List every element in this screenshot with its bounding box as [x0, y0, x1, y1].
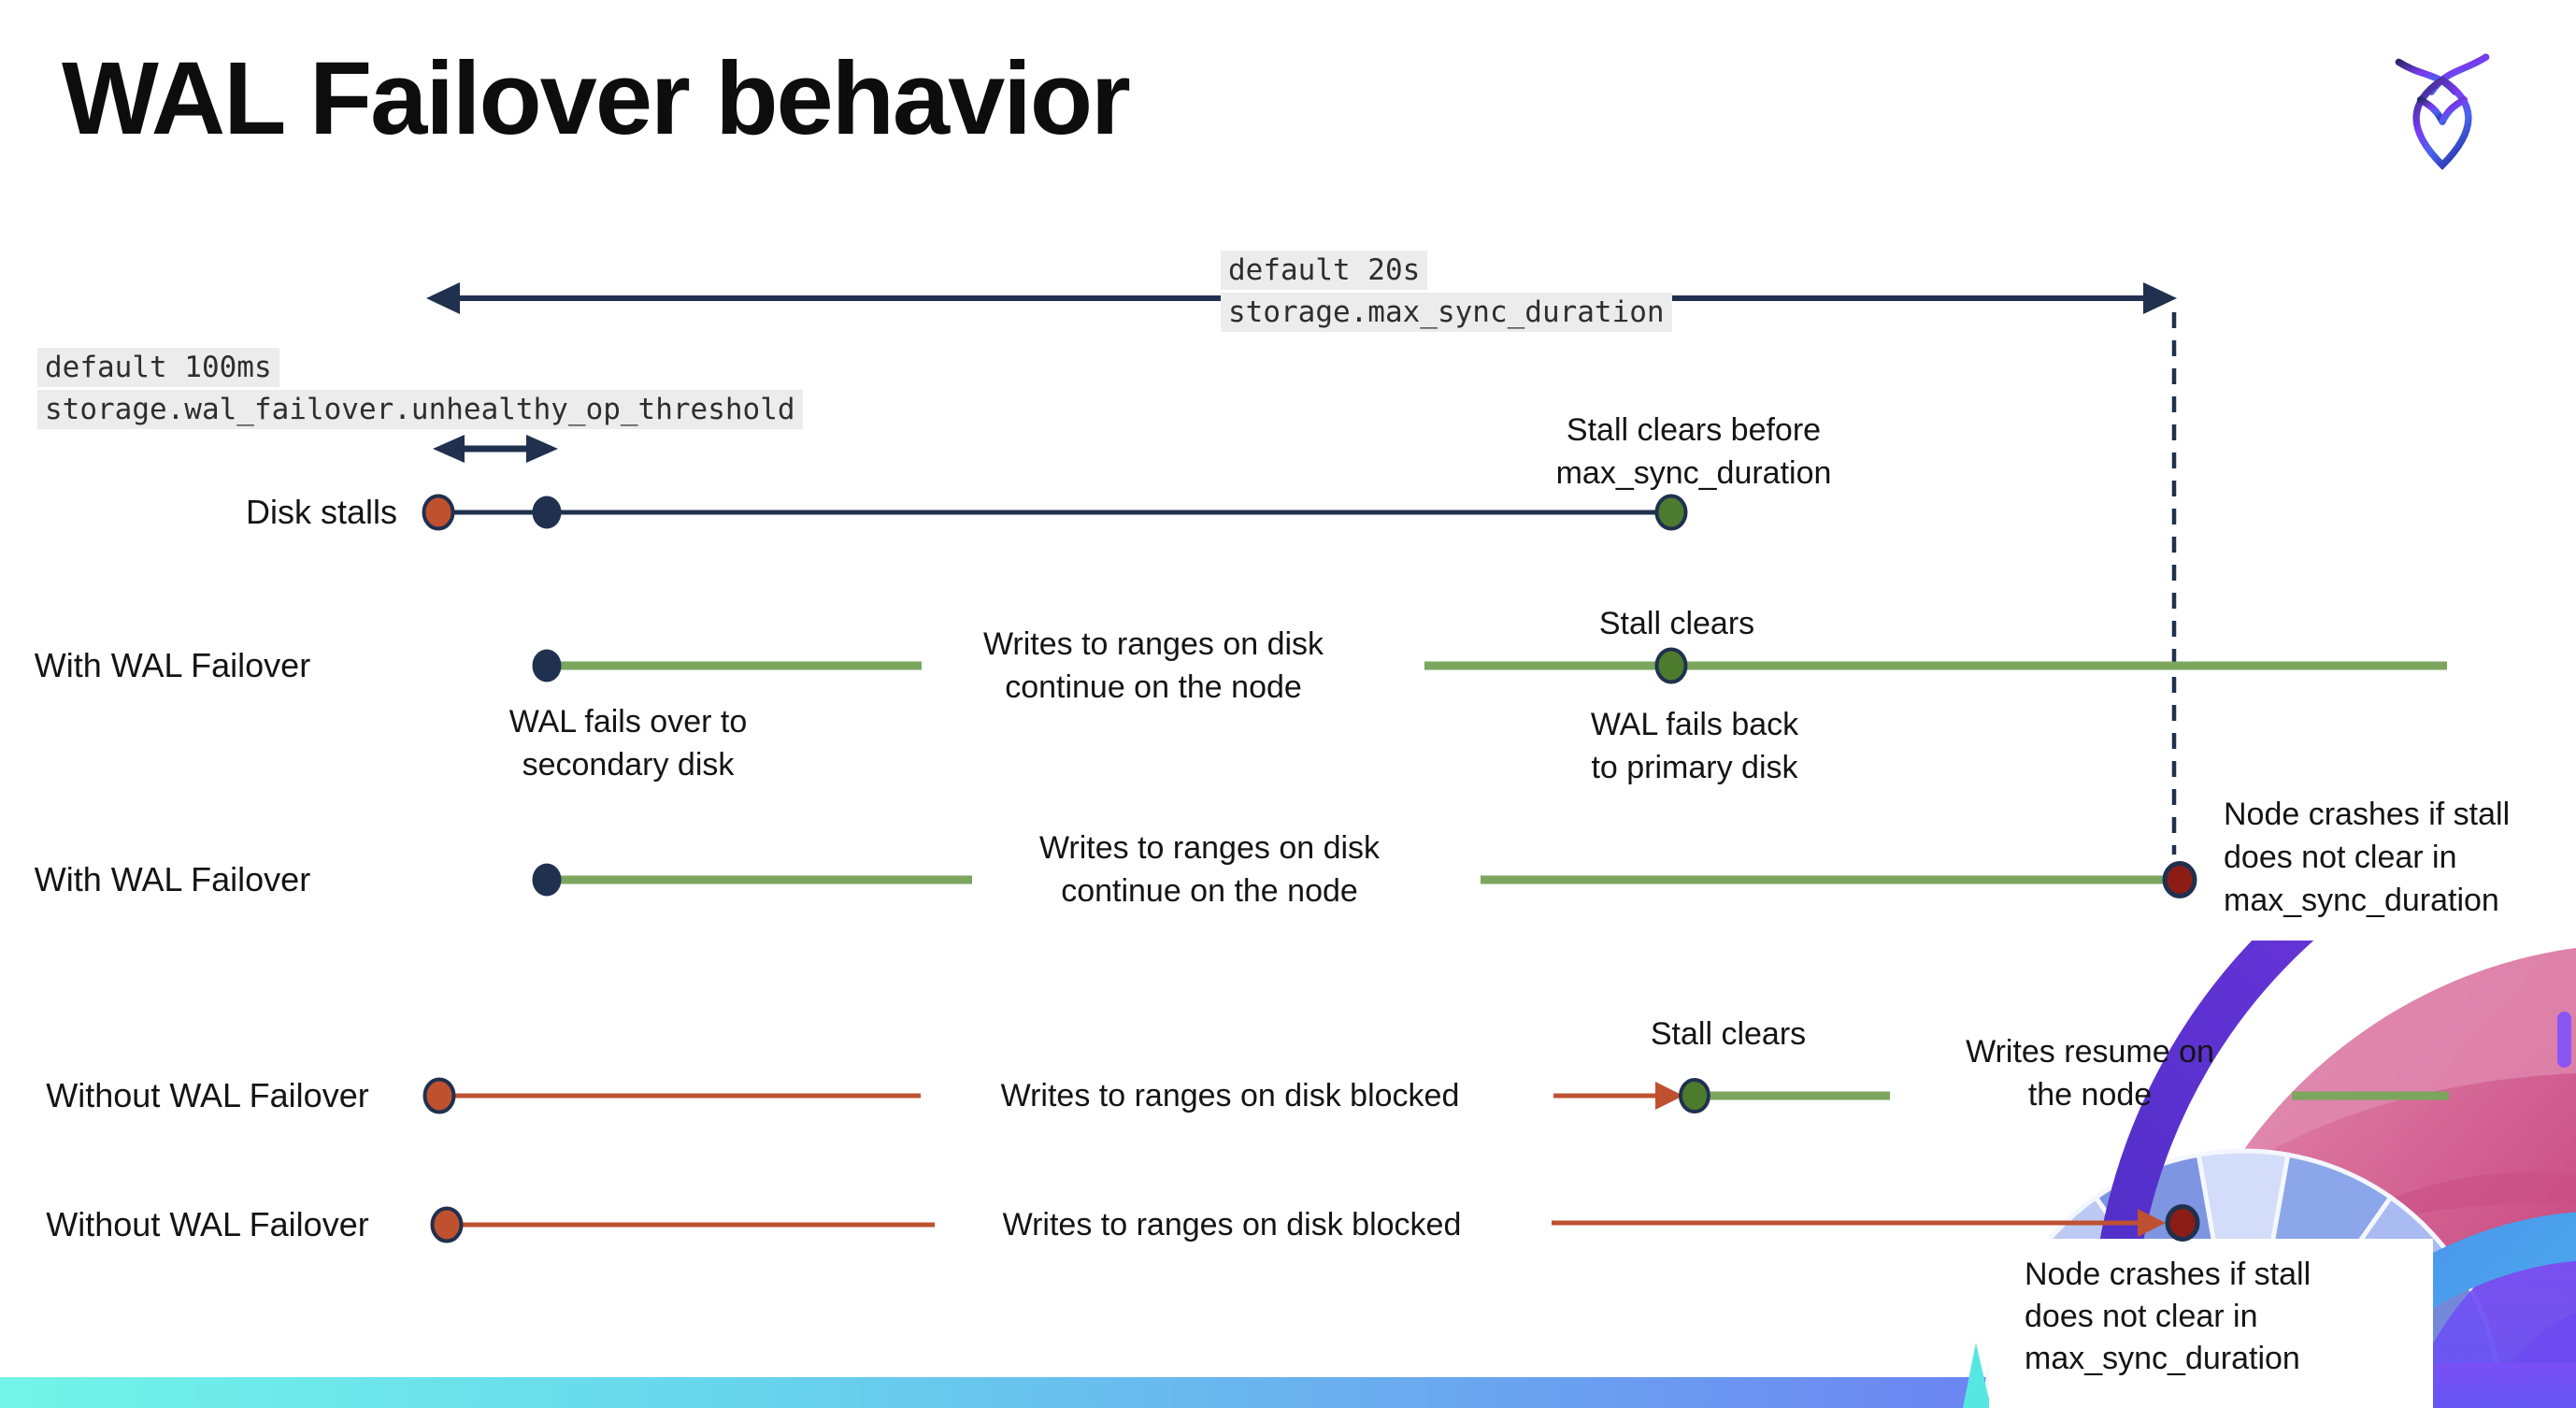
stall-start-dot — [430, 1206, 464, 1243]
annotation-stall-clears-before: Stall clears before max_sync_duration — [1555, 412, 1832, 491]
page-title: WAL Failover behavior — [62, 41, 1131, 156]
row-label-disk-stalls: Disk stalls — [245, 493, 397, 531]
arrowhead-left-icon — [433, 435, 465, 463]
cockroach-logo-icon — [2395, 53, 2490, 170]
setting-name: storage.wal_failover.unhealthy_op_thresh… — [37, 390, 803, 429]
failover-trigger-dot — [532, 496, 562, 529]
max-sync-duration-label: default 20s storage.max_sync_duration — [1221, 251, 1672, 335]
annotation-stall-clears-1: Stall clears — [1598, 606, 1755, 641]
annotation-writes-resume: Writes resume on the node — [1966, 1034, 2214, 1113]
failback-dot — [1654, 647, 1688, 684]
row-label-without-wal-failover-2: Without WAL Failover — [46, 1205, 369, 1243]
crash-note-card: Node crashes if stall does not clear in … — [1989, 1239, 2433, 1408]
row-label-with-wal-failover-1: With WAL Failover — [34, 646, 311, 684]
annotation-stall-clears-2: Stall clears — [1650, 1016, 1807, 1052]
setting-name: storage.max_sync_duration — [1221, 293, 1672, 332]
node-crash-dot — [2162, 861, 2197, 898]
cyan-spike — [1963, 1343, 1991, 1408]
annotation-writes-blocked-2: Writes to ranges on disk blocked — [1002, 1207, 1462, 1243]
unhealthy-op-threshold-label: default 100ms storage.wal_failover.unhea… — [37, 348, 803, 432]
arrowhead-right-icon — [526, 435, 558, 463]
arrowhead-right-icon — [2143, 282, 2177, 314]
annotation-writes-continue-1: Writes to ranges on disk continue on the… — [982, 626, 1324, 705]
stall-start-dot — [422, 1077, 456, 1114]
purple-capsule — [2557, 1012, 2571, 1068]
annotation-writes-continue-2: Writes to ranges on disk continue on the… — [1038, 830, 1381, 909]
annotation-node-crashes-1: Node crashes if stall does not clear in … — [2224, 797, 2511, 918]
setting-default-value: default 20s — [1221, 251, 1428, 290]
setting-default-value: default 100ms — [37, 348, 279, 387]
annotation-wal-fails-over: WAL fails over to secondary disk — [508, 704, 748, 783]
violet-base-strip — [2435, 1363, 2576, 1408]
stall-clear-dot — [1654, 494, 1688, 531]
threshold-arrow — [433, 435, 558, 463]
crash-note-text: Node crashes if stall does not clear in … — [2025, 1257, 2311, 1376]
stall-start-dot — [422, 494, 455, 531]
row-label-without-wal-failover-1: Without WAL Failover — [46, 1076, 369, 1114]
row4-red-arrowhead-icon — [1655, 1082, 1683, 1110]
failover-dot — [532, 863, 562, 897]
row-label-with-wal-failover-2: With WAL Failover — [34, 860, 311, 898]
arrowhead-left-icon — [426, 282, 460, 314]
pink-arc-highlight — [2226, 948, 2576, 1176]
annotation-writes-blocked-1: Writes to ranges on disk blocked — [1000, 1078, 1460, 1113]
pink-arc-shadow — [2318, 1171, 2576, 1238]
stall-clear-dot — [1679, 1078, 1710, 1113]
failover-dot — [532, 649, 562, 682]
annotation-wal-fails-back: WAL fails back to primary disk — [1590, 707, 1799, 785]
